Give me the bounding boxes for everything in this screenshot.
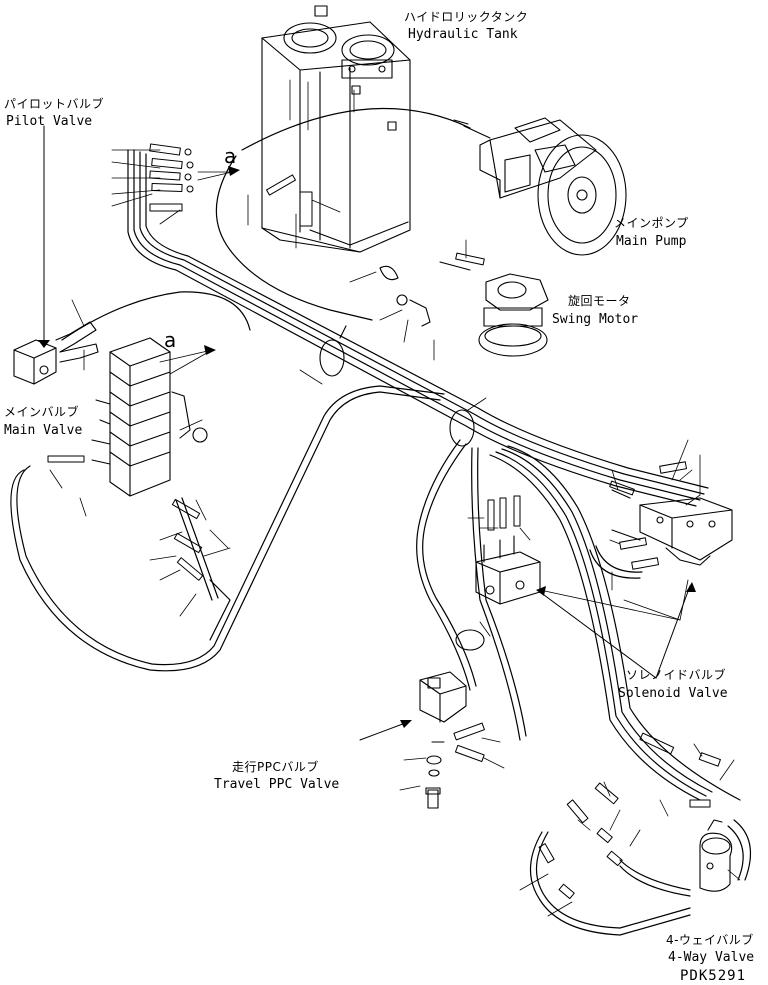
solenoid-valve-label-jp: ソレノイドバルブ bbox=[626, 668, 727, 682]
swing-motor bbox=[379, 261, 549, 357]
swing-motor-label-en: Swing Motor bbox=[552, 312, 639, 327]
four-way-valve-label-jp: 4-ウェイバルブ bbox=[666, 933, 754, 947]
main-valve bbox=[91, 337, 208, 497]
four-way-valve-label-en: 4-Way Valve bbox=[668, 950, 755, 965]
main-valve-label-jp: メインバルブ bbox=[4, 405, 80, 419]
solenoid-valve bbox=[611, 489, 733, 566]
main-pump bbox=[453, 117, 627, 256]
connection-mark-lower: a bbox=[164, 328, 177, 352]
connection-mark-upper: a bbox=[224, 144, 237, 168]
arrow-heads bbox=[38, 166, 696, 728]
hydraulic-tank-label-jp: ハイドロリックタンク bbox=[404, 10, 529, 24]
swing-motor-label-jp: 旋回モータ bbox=[568, 294, 631, 308]
solenoid-valve-label-en: Solenoid Valve bbox=[618, 686, 728, 701]
four-way-valve bbox=[699, 819, 733, 892]
pilot-valve bbox=[13, 321, 99, 385]
main-pump-label-jp: メインポンプ bbox=[614, 216, 689, 230]
travel-ppc-valve-label-jp: 走行PPCバルブ bbox=[232, 760, 319, 774]
drawing-code: PDK5291 bbox=[680, 968, 747, 984]
hydraulic-tank-label-en: Hydraulic Tank bbox=[408, 27, 518, 42]
leader-lines bbox=[43, 79, 741, 917]
pilot-valve-label-jp: パイロットバルブ bbox=[4, 97, 105, 111]
hydraulic-tank bbox=[261, 5, 411, 253]
hose-clamps bbox=[319, 325, 485, 651]
hose-fittings bbox=[47, 143, 721, 900]
pilot-valve-label-en: Pilot Valve bbox=[6, 114, 93, 129]
travel-ppc-valve-label-en: Travel PPC Valve bbox=[214, 777, 340, 792]
hose-harness bbox=[10, 107, 752, 936]
travel-ppc-valve bbox=[419, 671, 467, 809]
main-valve-label-en: Main Valve bbox=[4, 423, 83, 438]
main-pump-label-en: Main Pump bbox=[616, 234, 687, 249]
